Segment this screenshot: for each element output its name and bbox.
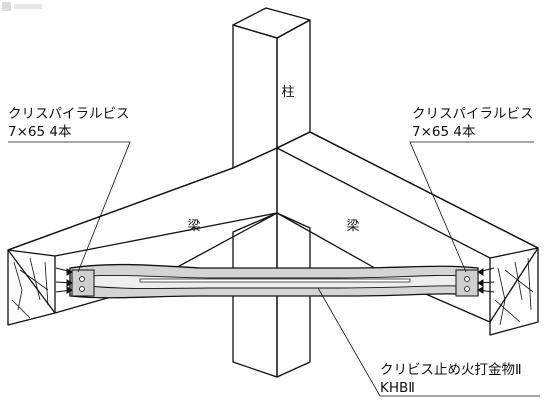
column-label: 柱 — [281, 85, 294, 100]
leader-hardware — [317, 287, 540, 397]
callout-screw-left-line2: 7×65 4本 — [8, 124, 72, 140]
column-upper — [232, 7, 311, 169]
leader-lines — [8, 141, 540, 397]
column-lower — [232, 212, 311, 378]
beam-left-label: 梁 — [187, 219, 200, 234]
brace-hardware — [69, 263, 479, 299]
beam-right — [276, 131, 539, 336]
beam-right-label: 梁 — [346, 219, 359, 234]
callout-screw-left-line1: クリスパイラルビス — [8, 106, 130, 122]
leader-screw-left — [8, 141, 131, 273]
screw-arrows-left — [55, 267, 73, 294]
callout-screw-right-line2: 7×65 4本 — [412, 124, 476, 140]
watermark-mark — [2, 2, 42, 11]
brace-end-right — [455, 269, 479, 297]
callout-screw-right-line1: クリスパイラルビス — [412, 106, 534, 122]
leader-screw-right — [409, 141, 534, 273]
callout-hardware-line2: KHBⅡ — [380, 380, 415, 396]
brace-slot — [139, 278, 411, 283]
brace-end-left — [71, 269, 95, 297]
beam-left — [7, 147, 278, 326]
screw-hole-icon — [464, 276, 470, 282]
screw-hole-icon — [79, 276, 85, 282]
callout-hardware-line1: クリビス止め火打金物Ⅱ — [380, 361, 522, 378]
screw-hole-icon — [79, 286, 85, 292]
screw-arrows-right — [477, 267, 495, 294]
screw-hole-icon — [464, 286, 470, 292]
